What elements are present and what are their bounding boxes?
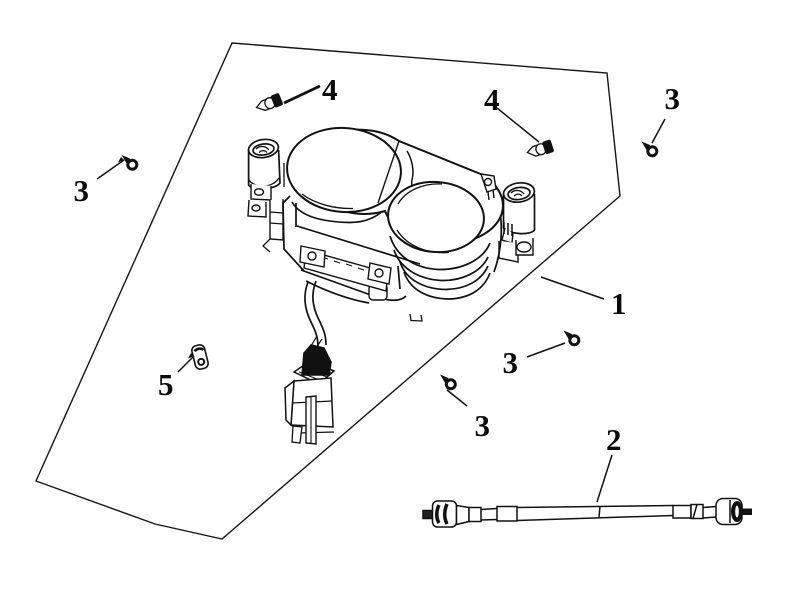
- svg-text:3: 3: [665, 81, 681, 116]
- svg-text:1: 1: [611, 286, 627, 321]
- svg-text:3: 3: [475, 408, 491, 443]
- svg-text:3: 3: [74, 173, 90, 208]
- svg-text:2: 2: [606, 422, 622, 457]
- svg-text:3: 3: [503, 345, 519, 380]
- svg-text:4: 4: [484, 82, 500, 117]
- svg-text:4: 4: [322, 72, 338, 107]
- svg-text:5: 5: [158, 367, 174, 402]
